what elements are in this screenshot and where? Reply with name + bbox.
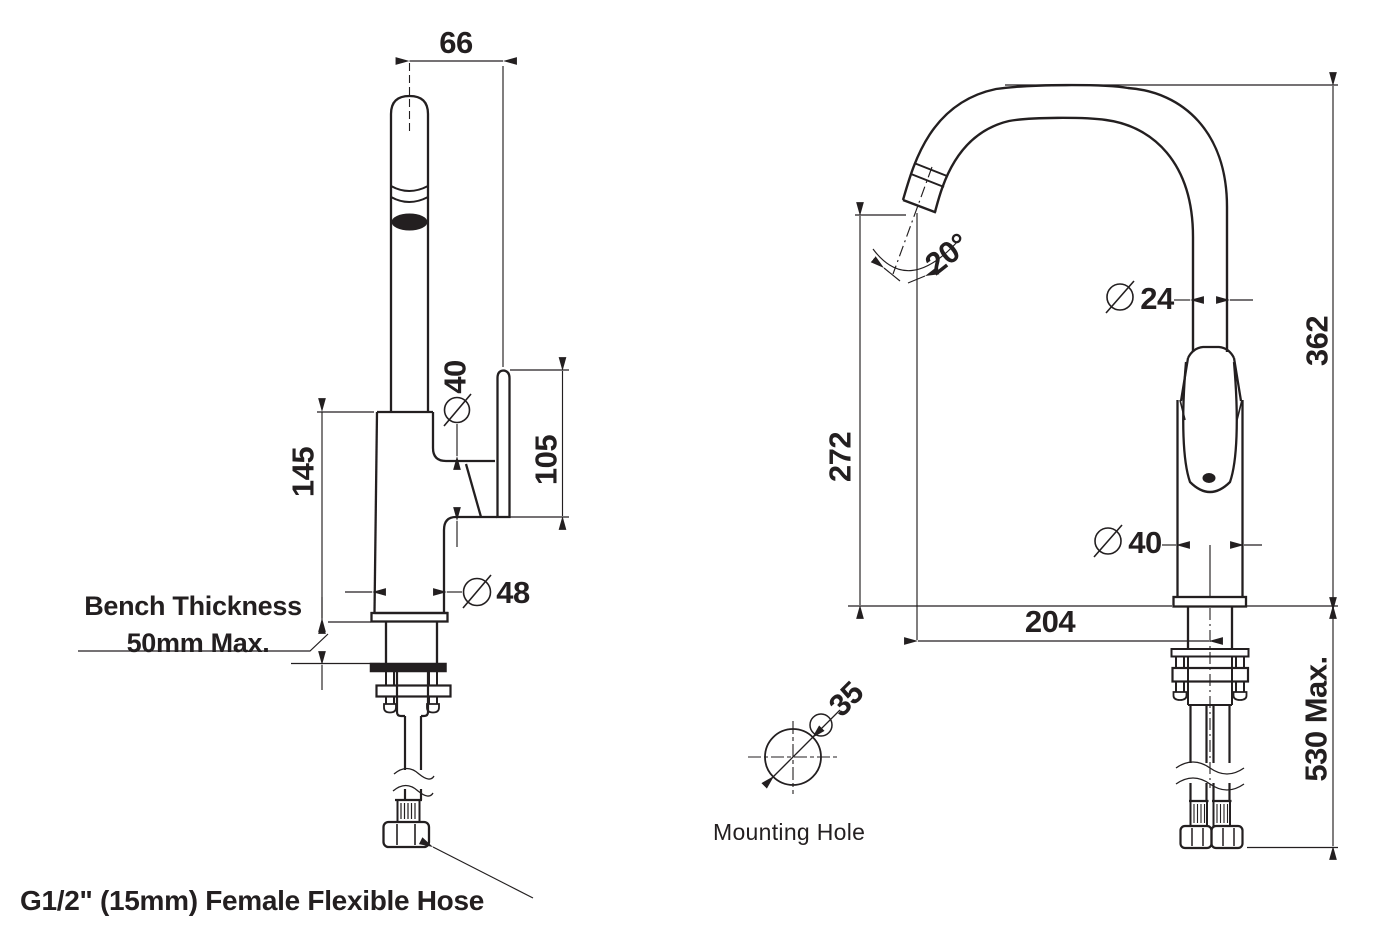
- tap-body-front: [1172, 345, 1248, 608]
- hose-nut: [1210, 824, 1244, 850]
- dimension-spout-tube-diameter: [1105, 280, 1253, 314]
- dim-66-label: 66: [439, 25, 473, 60]
- dim-20deg-label: 20°: [918, 226, 975, 282]
- spout-outlet-ellipse: [391, 213, 428, 231]
- dimension-bench-thickness: [78, 597, 329, 690]
- spout-outlet-face: [902, 198, 937, 214]
- base-mounting-side: [291, 611, 452, 718]
- stud-foot-left: [383, 703, 397, 714]
- base-mounting-front: [1170, 606, 1250, 788]
- handle-indicator-dot: [1202, 473, 1216, 483]
- dimension-handle-offset: [395, 57, 517, 367]
- mounting-hole-caption: Mounting Hole: [713, 819, 865, 845]
- spout-side: [389, 94, 430, 412]
- dim-24-label: 24: [1140, 281, 1175, 316]
- dimension-body-height: [317, 398, 374, 632]
- dimension-body-diameter: [1093, 524, 1262, 558]
- handle-lever-side: [496, 369, 511, 519]
- diameter-symbol: [1105, 280, 1135, 314]
- hose-label: G1/2" (15mm) Female Flexible Hose: [20, 885, 484, 916]
- supply-hoses-front: [1175, 705, 1245, 850]
- dim-362-label: 362: [1300, 316, 1335, 366]
- hose-nut: [1179, 824, 1213, 850]
- hose-leader-line: [418, 837, 534, 899]
- break-line: [392, 784, 434, 797]
- dim-204-label: 204: [1025, 604, 1076, 639]
- spout-axis-centerline: [892, 166, 933, 275]
- dim-530-label: 530 Max.: [1299, 656, 1334, 781]
- dimension-spout-clearance: [855, 202, 906, 619]
- diameter-symbol: [809, 713, 833, 737]
- base-flange-front: [1172, 595, 1248, 608]
- dimension-hose-reach: [1247, 597, 1338, 860]
- tap-body-side: [373, 410, 497, 615]
- diameter-symbol: [1093, 524, 1123, 558]
- mounting-bracket-bar: [375, 684, 452, 698]
- mounting-hole-detail: 35 Mounting Hole: [713, 675, 870, 845]
- dimension-joint-diameter: [443, 393, 472, 547]
- bench-note-line1: Bench Thickness: [84, 591, 302, 621]
- dim-40-front-label: 40: [1128, 525, 1161, 560]
- dim-48-label: 48: [496, 575, 530, 610]
- mounting-washer: [369, 662, 447, 673]
- bench-note-line2: 50mm Max.: [127, 628, 270, 658]
- hole-centerlines: [748, 721, 839, 794]
- stud-foot-left: [1172, 691, 1188, 701]
- dim-35-label: 35: [822, 675, 871, 724]
- dim-145-label: 145: [286, 447, 321, 497]
- diameter-symbol: [462, 574, 492, 609]
- spout-front: [901, 83, 1229, 352]
- dim-105-label: 105: [529, 435, 564, 485]
- break-line: [1175, 761, 1245, 775]
- stud-foot-right: [1232, 691, 1248, 701]
- break-line: [1175, 777, 1245, 791]
- dim-40-side-label: 40: [438, 360, 473, 393]
- dimension-base-diameter: [345, 574, 492, 609]
- break-line: [393, 767, 435, 780]
- side-view: 66 145 40 105: [20, 25, 569, 916]
- dimension-overall-height: [1005, 72, 1338, 619]
- supply-hose-side: [382, 716, 534, 899]
- front-view: 272 20° 24 362: [823, 72, 1338, 860]
- dimension-handle-length: [510, 357, 569, 530]
- handle-shield: [1182, 361, 1238, 494]
- hose-nut: [382, 820, 431, 849]
- bench-note-leader: [78, 633, 329, 652]
- handle-wedge: [464, 463, 483, 518]
- dim-272-label: 272: [823, 432, 858, 482]
- diameter-symbol: [443, 393, 472, 427]
- dimension-spout-angle: [870, 213, 959, 640]
